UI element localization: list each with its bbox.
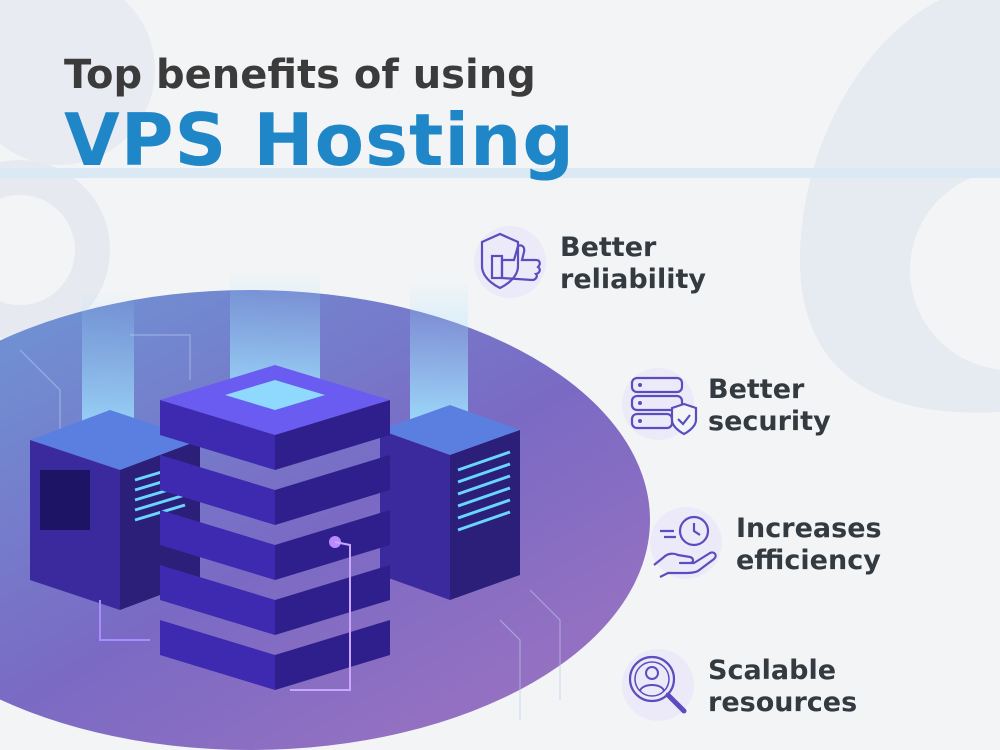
benefit-reliability-line1: Better <box>560 232 657 263</box>
title-line-1: Top benefits of using <box>64 52 536 98</box>
benefit-efficiency-line1: Increases <box>736 513 882 544</box>
bg-circle-left-inner <box>0 195 75 305</box>
benefit-efficiency: Increases efficiency <box>646 503 882 587</box>
bg-circle-right <box>910 170 1000 370</box>
data-beam-right <box>410 280 468 430</box>
thumbs-up-shield-icon <box>470 222 554 306</box>
server-right <box>380 405 520 600</box>
server-center <box>99 365 390 691</box>
benefit-scalable: Scalable resources <box>618 645 857 729</box>
title-line-2: VPS Hosting <box>64 98 575 182</box>
benefit-efficiency-line2: efficiency <box>736 545 881 576</box>
title-underline-bar <box>0 168 1000 178</box>
bg-circle-top-left <box>0 0 155 165</box>
benefit-reliability: Better reliability <box>470 222 706 306</box>
clock-hand-icon <box>646 503 730 587</box>
benefit-scalable-line1: Scalable <box>708 655 837 686</box>
benefit-reliability-line2: reliability <box>560 264 706 295</box>
benefit-scalable-line2: resources <box>708 687 858 718</box>
server-illustration <box>30 270 520 691</box>
benefit-security: Better security <box>618 364 831 448</box>
benefit-security-line2: security <box>708 406 831 437</box>
server-shield-icon <box>618 364 702 448</box>
magnifier-person-icon <box>618 645 702 729</box>
benefit-security-line1: Better <box>708 374 805 405</box>
